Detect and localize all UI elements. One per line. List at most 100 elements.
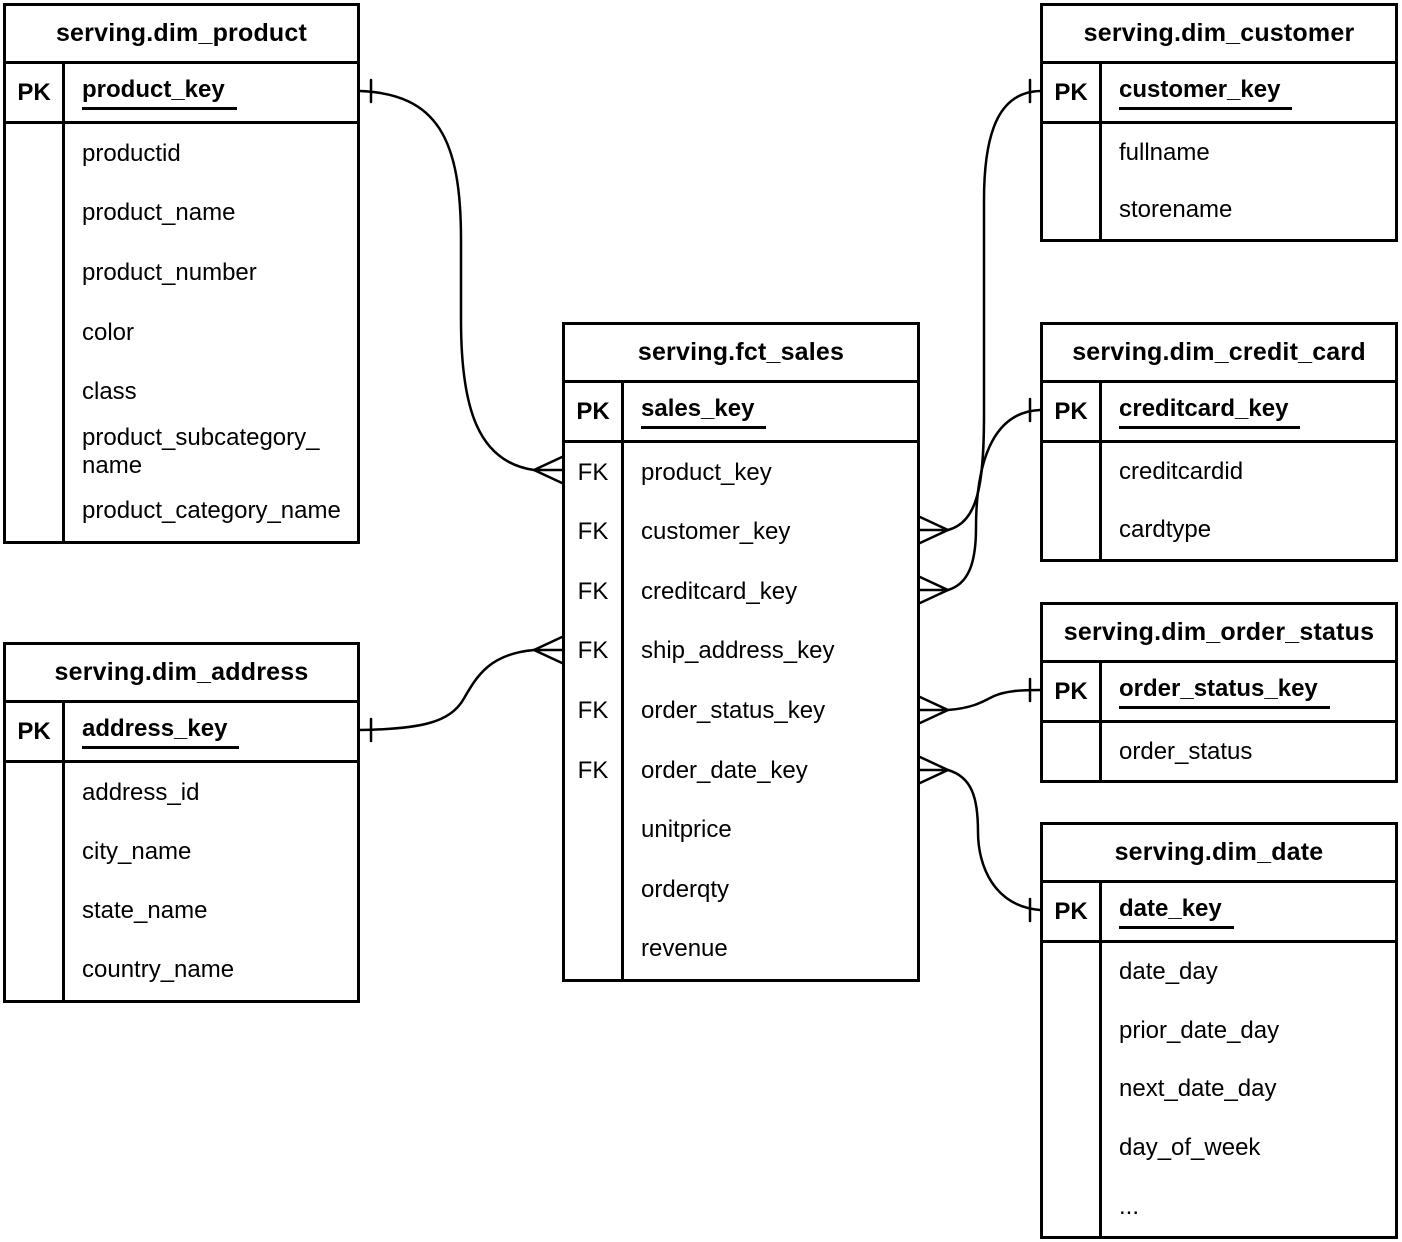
rel-fct-sales-to-dim-credit-card [918,397,1042,605]
key-badge: PK [6,64,65,121]
primary-key-row: PK creditcard_key [1043,383,1395,443]
rel-dim-product-to-fct-sales [358,78,564,485]
field-name: product_​subcategory_​name [82,423,320,479]
field-name: prior_date_day [1119,1016,1280,1044]
key-badge: PK [1043,663,1102,720]
table-title: serving.dim_date [1043,825,1395,883]
pk-field-name: sales_key [624,383,917,440]
primary-key-row: PK customer_key [1043,64,1395,124]
key-badge [6,124,62,184]
key-badge [6,763,62,822]
key-badge: PK [1043,64,1102,121]
table-body: order_status [1043,723,1395,780]
table-body: fullname storename [1043,124,1395,239]
key-badge: PK [565,383,624,440]
table-title: serving.dim_credit_card [1043,325,1395,383]
field-name: color [82,318,135,346]
table-body: creditcardid cardtype [1043,443,1395,559]
crow-foot-marker [918,755,950,785]
key-badge: PK [1043,383,1102,440]
field-name: date_day [1119,958,1218,986]
rel-fct-sales-to-dim-customer [918,78,1042,545]
key-badge [565,920,621,980]
table-dim-customer: serving.dim_customer PK customer_key ful… [1040,3,1398,242]
field-name: country_name [82,956,235,984]
key-badge [1043,501,1099,559]
field-name: ... [1119,1192,1140,1220]
field-name: product_number [82,258,257,286]
key-badge [1043,1119,1099,1178]
key-badge [6,243,62,303]
crow-foot-marker [532,455,564,485]
pk-field-name: address_key [65,703,357,760]
field-name: fullname [1119,138,1210,166]
relationship-line [946,768,1042,912]
field-name: cardtype [1119,516,1212,543]
key-badge: FK [577,756,609,784]
table-dim-product: serving.dim_product PK product_key produ… [3,3,360,544]
field-name: ship_address_key [641,637,835,665]
key-badge [1043,723,1099,780]
key-badge: PK [1043,883,1102,940]
relationship-line [358,89,536,472]
field-name: day_of_week [1119,1134,1261,1162]
table-dim-credit-card: serving.dim_credit_card PK creditcard_ke… [1040,322,1398,562]
key-badge [6,362,62,422]
rel-dim-address-to-fct-sales [358,635,564,743]
field-name: customer_key [641,518,791,546]
table-body: date_day prior_date_day next_date_day da… [1043,943,1395,1236]
key-badge [6,481,62,541]
key-badge [6,422,62,482]
key-badge [565,800,621,860]
pk-field-name: order_status_key [1102,663,1395,720]
key-badge [6,941,62,1000]
table-body: address_id city_name state_name country_… [6,763,357,1000]
key-badge: FK [577,518,609,546]
key-badge: FK [577,697,609,725]
table-title: serving.fct_sales [565,325,917,383]
field-name: orderqty [641,875,730,903]
primary-key-row: PK address_key [6,703,357,763]
field-name: order_status [1119,737,1253,765]
key-badge [1043,1060,1099,1119]
table-body: FK FK FK FK FK FK product_key customer_k… [565,443,917,979]
key-badge [6,882,62,941]
primary-key-row: PK order_status_key [1043,663,1395,723]
field-name: order_status_key [641,697,826,725]
relationship-line [946,688,1042,712]
field-name: product_category_name [82,497,341,525]
key-badge: FK [577,577,609,605]
field-name: storename [1119,196,1233,224]
key-badge [565,860,621,920]
crow-foot-marker [918,695,950,725]
field-name: productid [82,139,181,167]
key-badge [1043,1002,1099,1061]
key-badge [1043,443,1099,501]
primary-key-row: PK product_key [6,64,357,124]
primary-key-row: PK date_key [1043,883,1395,943]
table-body: productid product_name product_number co… [6,124,357,541]
field-name: creditcardid [1119,458,1244,485]
key-badge [1043,1177,1099,1236]
rel-fct-sales-to-dim-date [918,755,1042,923]
key-badge: PK [6,703,65,760]
crow-foot-marker [918,515,950,545]
crow-foot-marker [918,575,950,605]
table-dim-address: serving.dim_address PK address_key addre… [3,642,360,1003]
relationship-line [946,89,1042,532]
field-name: city_name [82,837,192,865]
key-badge: FK [577,637,609,665]
pk-field-name: product_key [65,64,357,121]
key-badge [6,822,62,881]
crow-foot-marker [532,635,564,665]
relationship-line [946,408,1042,592]
field-name: next_date_day [1119,1075,1277,1103]
field-name: product_name [82,199,236,227]
table-title: serving.dim_address [6,645,357,703]
key-badge [1043,124,1099,182]
table-title: serving.dim_product [6,6,357,64]
field-name: order_date_key [641,756,808,784]
key-badge [1043,182,1099,240]
field-name: unitprice [641,816,732,844]
